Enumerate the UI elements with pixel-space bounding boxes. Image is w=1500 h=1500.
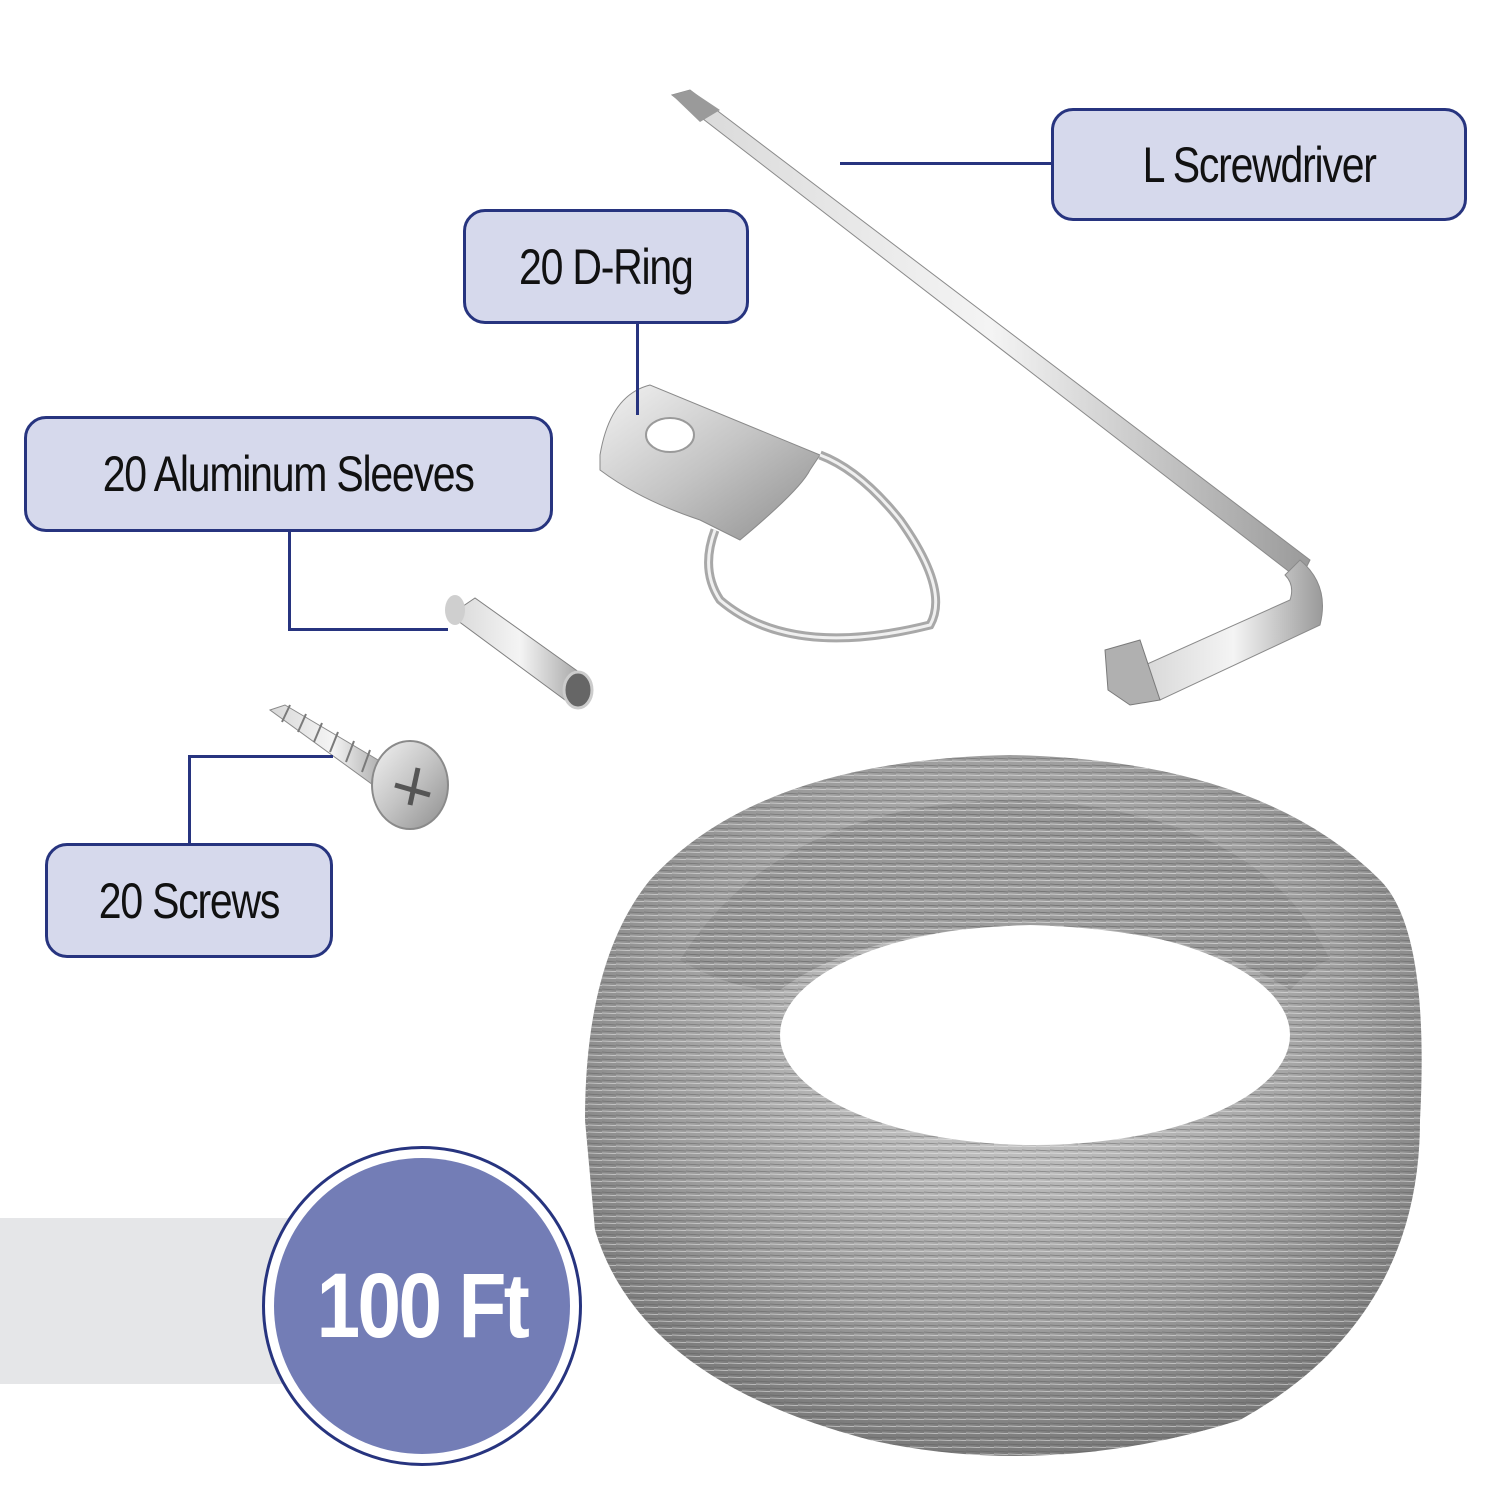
wire-coil-icon <box>585 755 1422 1456</box>
d-ring-hanger-icon <box>599 384 941 643</box>
label-d-ring: 20 D-Ring <box>463 209 749 324</box>
label-aluminum-sleeves: 20 Aluminum Sleeves <box>24 416 553 532</box>
length-badge: 100 Ft <box>262 1146 582 1466</box>
label-l-screwdriver-text: L Screwdriver <box>1142 136 1376 193</box>
length-badge-inner: 100 Ft <box>274 1158 570 1454</box>
label-d-ring-text: 20 D-Ring <box>519 238 694 295</box>
screwdriver-leader-line <box>840 162 1053 165</box>
screws-leader-v <box>188 755 191 845</box>
label-l-screwdriver: L Screwdriver <box>1051 108 1467 221</box>
label-screws: 20 Screws <box>45 843 333 958</box>
d-ring-leader-line <box>636 323 639 415</box>
screws-leader-h <box>188 755 333 758</box>
screw-icon <box>268 704 449 830</box>
sleeves-leader-h <box>288 628 448 631</box>
l-screwdriver-icon <box>670 89 1323 706</box>
sleeves-leader-v <box>288 530 291 631</box>
label-screws-text: 20 Screws <box>98 872 281 929</box>
badge-background-band <box>0 1218 300 1384</box>
label-aluminum-sleeves-text: 20 Aluminum Sleeves <box>103 446 475 502</box>
aluminum-sleeve-icon <box>445 595 594 710</box>
length-badge-text: 100 Ft <box>316 1254 530 1357</box>
